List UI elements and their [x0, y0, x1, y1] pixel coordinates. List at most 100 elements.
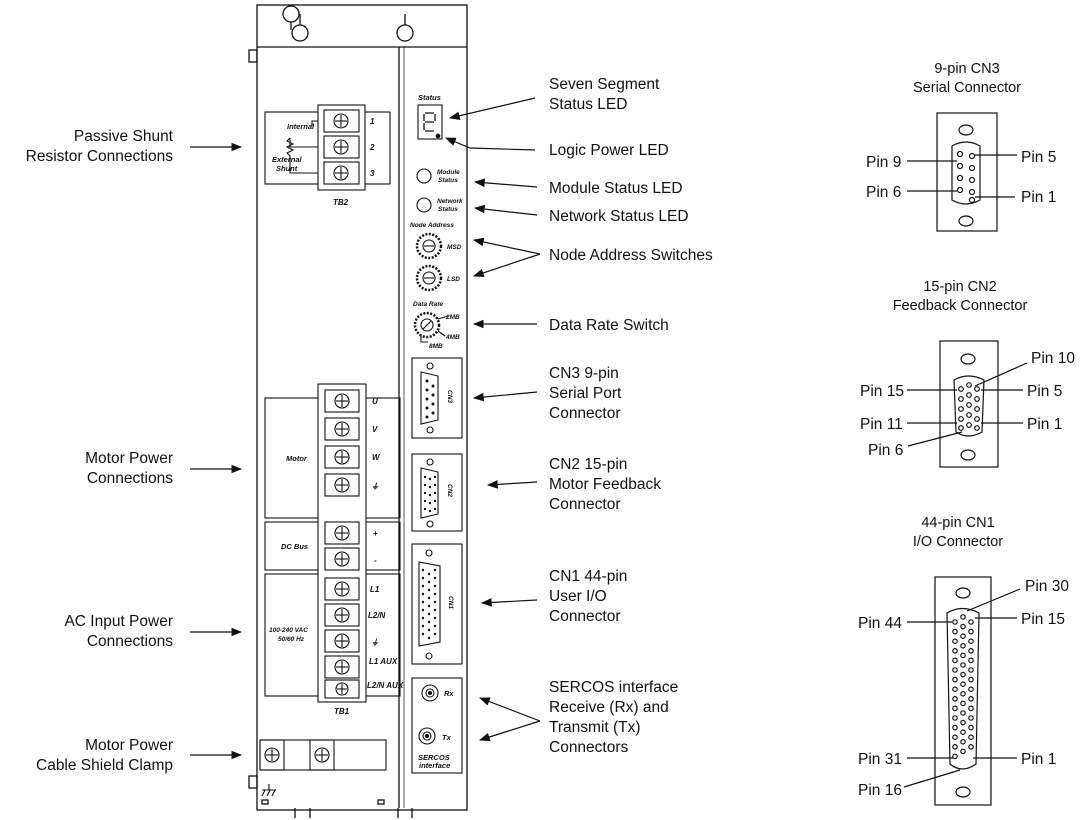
cn1-pin-dot — [968, 657, 974, 664]
panel-status-label: Status — [418, 93, 441, 102]
callout-module-status: Module Status LED — [549, 180, 683, 197]
cn1-pin-30: Pin 30 — [1025, 578, 1069, 595]
callout-motor-power-line1: Motor Power — [85, 450, 173, 467]
tb1-dcbus-label: DC Bus — [281, 542, 308, 551]
tb2-internal-label: Internal — [287, 122, 315, 131]
callout-sercos-line2: Receive (Rx) and — [549, 699, 669, 716]
cn1-pin-dot — [960, 633, 966, 640]
cn1-pin-dot — [952, 619, 958, 625]
cn3-title-line2: Serial Connector — [913, 80, 1021, 96]
cn1-pin-dot — [952, 695, 958, 702]
cn3-pin-9: Pin 9 — [866, 154, 901, 171]
cn1-pin-dot — [968, 676, 974, 683]
callout-shield-clamp-line2: Cable Shield Clamp — [36, 757, 173, 774]
status-panel — [411, 104, 463, 774]
callout-cn2-line2: Motor Feedback — [549, 476, 661, 493]
cn2-pin-11: Pin 11 — [860, 416, 903, 433]
cn1-pin-15: Pin 15 — [1021, 611, 1065, 628]
cn1-pin-dot — [960, 700, 966, 707]
panel-msd-label: MSD — [447, 244, 462, 251]
callout-cn1-line2: User I/O — [549, 588, 607, 605]
mounting-slot-left — [282, 5, 300, 30]
callout-cn1-line1: CN1 44-pin — [549, 568, 627, 585]
tb1-terminal-l2n: L2/N — [368, 611, 386, 620]
panel-lsd-label: LSD — [447, 276, 460, 283]
cn3-pin-5: Pin 5 — [1021, 149, 1056, 166]
tb2-shunt-label: Shunt — [276, 164, 298, 173]
tb2-label: TB2 — [333, 198, 349, 207]
cn1-pin-dot — [952, 705, 958, 712]
callout-sercos-line4: Connectors — [549, 739, 629, 756]
callout-node-address: Node Address Switches — [549, 247, 713, 264]
callout-motor-power-line2: Connections — [87, 470, 173, 487]
tb1-terminal-minus: - — [374, 556, 377, 565]
tb1-terminal-l2naux: L2/N AUX — [367, 681, 404, 690]
callout-cn3-line1: CN3 9-pin — [549, 365, 619, 382]
cn3-pin-1: Pin 1 — [1021, 189, 1056, 206]
panel-sercos-label: SERCOS — [418, 753, 450, 762]
cn3-pin-6: Pin 6 — [866, 184, 901, 201]
cn1-pin-dot — [960, 642, 966, 649]
cn1-pin-dot — [952, 647, 958, 654]
cn1-pin-dot — [960, 738, 966, 745]
callout-cn2-line3: Connector — [549, 496, 621, 513]
callout-cn2-line1: CN2 15-pin — [549, 456, 627, 473]
panel-tx-label: Tx — [442, 733, 452, 742]
cn1-pin-dot — [952, 715, 958, 721]
callout-seven-segment-line1: Seven Segment — [549, 76, 660, 93]
cn1-pin-dot — [960, 652, 966, 659]
cn1-pin-dot — [968, 715, 974, 721]
panel-network-status-label: Status — [438, 206, 458, 213]
cn1-pin-dot — [960, 671, 966, 678]
cn2-pin-10: Pin 10 — [1031, 350, 1075, 367]
cn1-pin-dot — [968, 686, 974, 693]
tb1-ac-rating-line1: 100-240 VAC — [269, 627, 308, 634]
tb1-motor-label: Motor — [286, 454, 308, 463]
cn1-pin-dot — [960, 614, 966, 620]
cn1-pin-dot — [960, 748, 966, 755]
cn2-pin-6: Pin 6 — [868, 442, 903, 459]
callout-logic-power: Logic Power LED — [549, 142, 669, 159]
tb1-terminal-block — [264, 383, 401, 703]
cn2-pin-5: Pin 5 — [1027, 383, 1062, 400]
callout-cn3-line2: Serial Port — [549, 385, 622, 402]
cn1-pin-dot — [952, 686, 958, 693]
panel-cn3-label: CN3 — [446, 390, 453, 403]
cn1-pin-dot — [960, 681, 966, 688]
panel-cn1-label: CN1 — [447, 596, 454, 609]
cn2-title-line1: 15-pin CN2 — [923, 279, 996, 295]
callout-passive-shunt-line2: Resistor Connections — [26, 148, 174, 165]
tb1-terminal-ground-icon: ⏚ — [371, 482, 379, 491]
callout-network-status: Network Status LED — [549, 208, 689, 225]
cn1-pin-dot — [960, 729, 966, 736]
cn1-title-line1: 44-pin CN1 — [921, 515, 994, 531]
right-callout-arrows — [445, 97, 541, 742]
callout-passive-shunt-line1: Passive Shunt — [74, 128, 174, 145]
tb2-terminal-1: 1 — [370, 117, 375, 126]
cn1-pin-dot — [968, 724, 974, 731]
cn1-pin-dot — [960, 719, 966, 726]
cn2-pin-15: Pin 15 — [860, 383, 904, 400]
cn3-connector-diagram — [907, 112, 1017, 232]
tb2-external-label: External — [272, 155, 303, 164]
cn1-pin-dot — [968, 619, 974, 625]
panel-data-rate-label: Data Rate — [413, 301, 443, 308]
tb1-terminal-plus: + — [373, 529, 378, 538]
left-callout-arrows — [190, 142, 243, 760]
cn3-title-line1: 9-pin CN3 — [934, 61, 999, 77]
tb1-terminal-u: U — [372, 397, 378, 406]
cn1-pin-dot — [968, 667, 974, 673]
cn1-pin-grid — [952, 614, 974, 760]
callout-shield-clamp-line1: Motor Power — [85, 737, 173, 754]
cn1-pin-dot — [952, 676, 958, 683]
panel-2mb-label: 2MB — [445, 314, 460, 321]
tb1-terminal-w: W — [372, 453, 381, 462]
cn1-connector-diagram — [903, 576, 1021, 806]
shield-clamp — [259, 739, 387, 797]
callout-sercos-line1: SERCOS interface — [549, 679, 678, 696]
chassis-ground-icon — [261, 784, 276, 797]
cn1-pin-31: Pin 31 — [858, 751, 902, 768]
tb1-label: TB1 — [334, 707, 350, 716]
cn1-pin-44: Pin 44 — [858, 615, 902, 632]
